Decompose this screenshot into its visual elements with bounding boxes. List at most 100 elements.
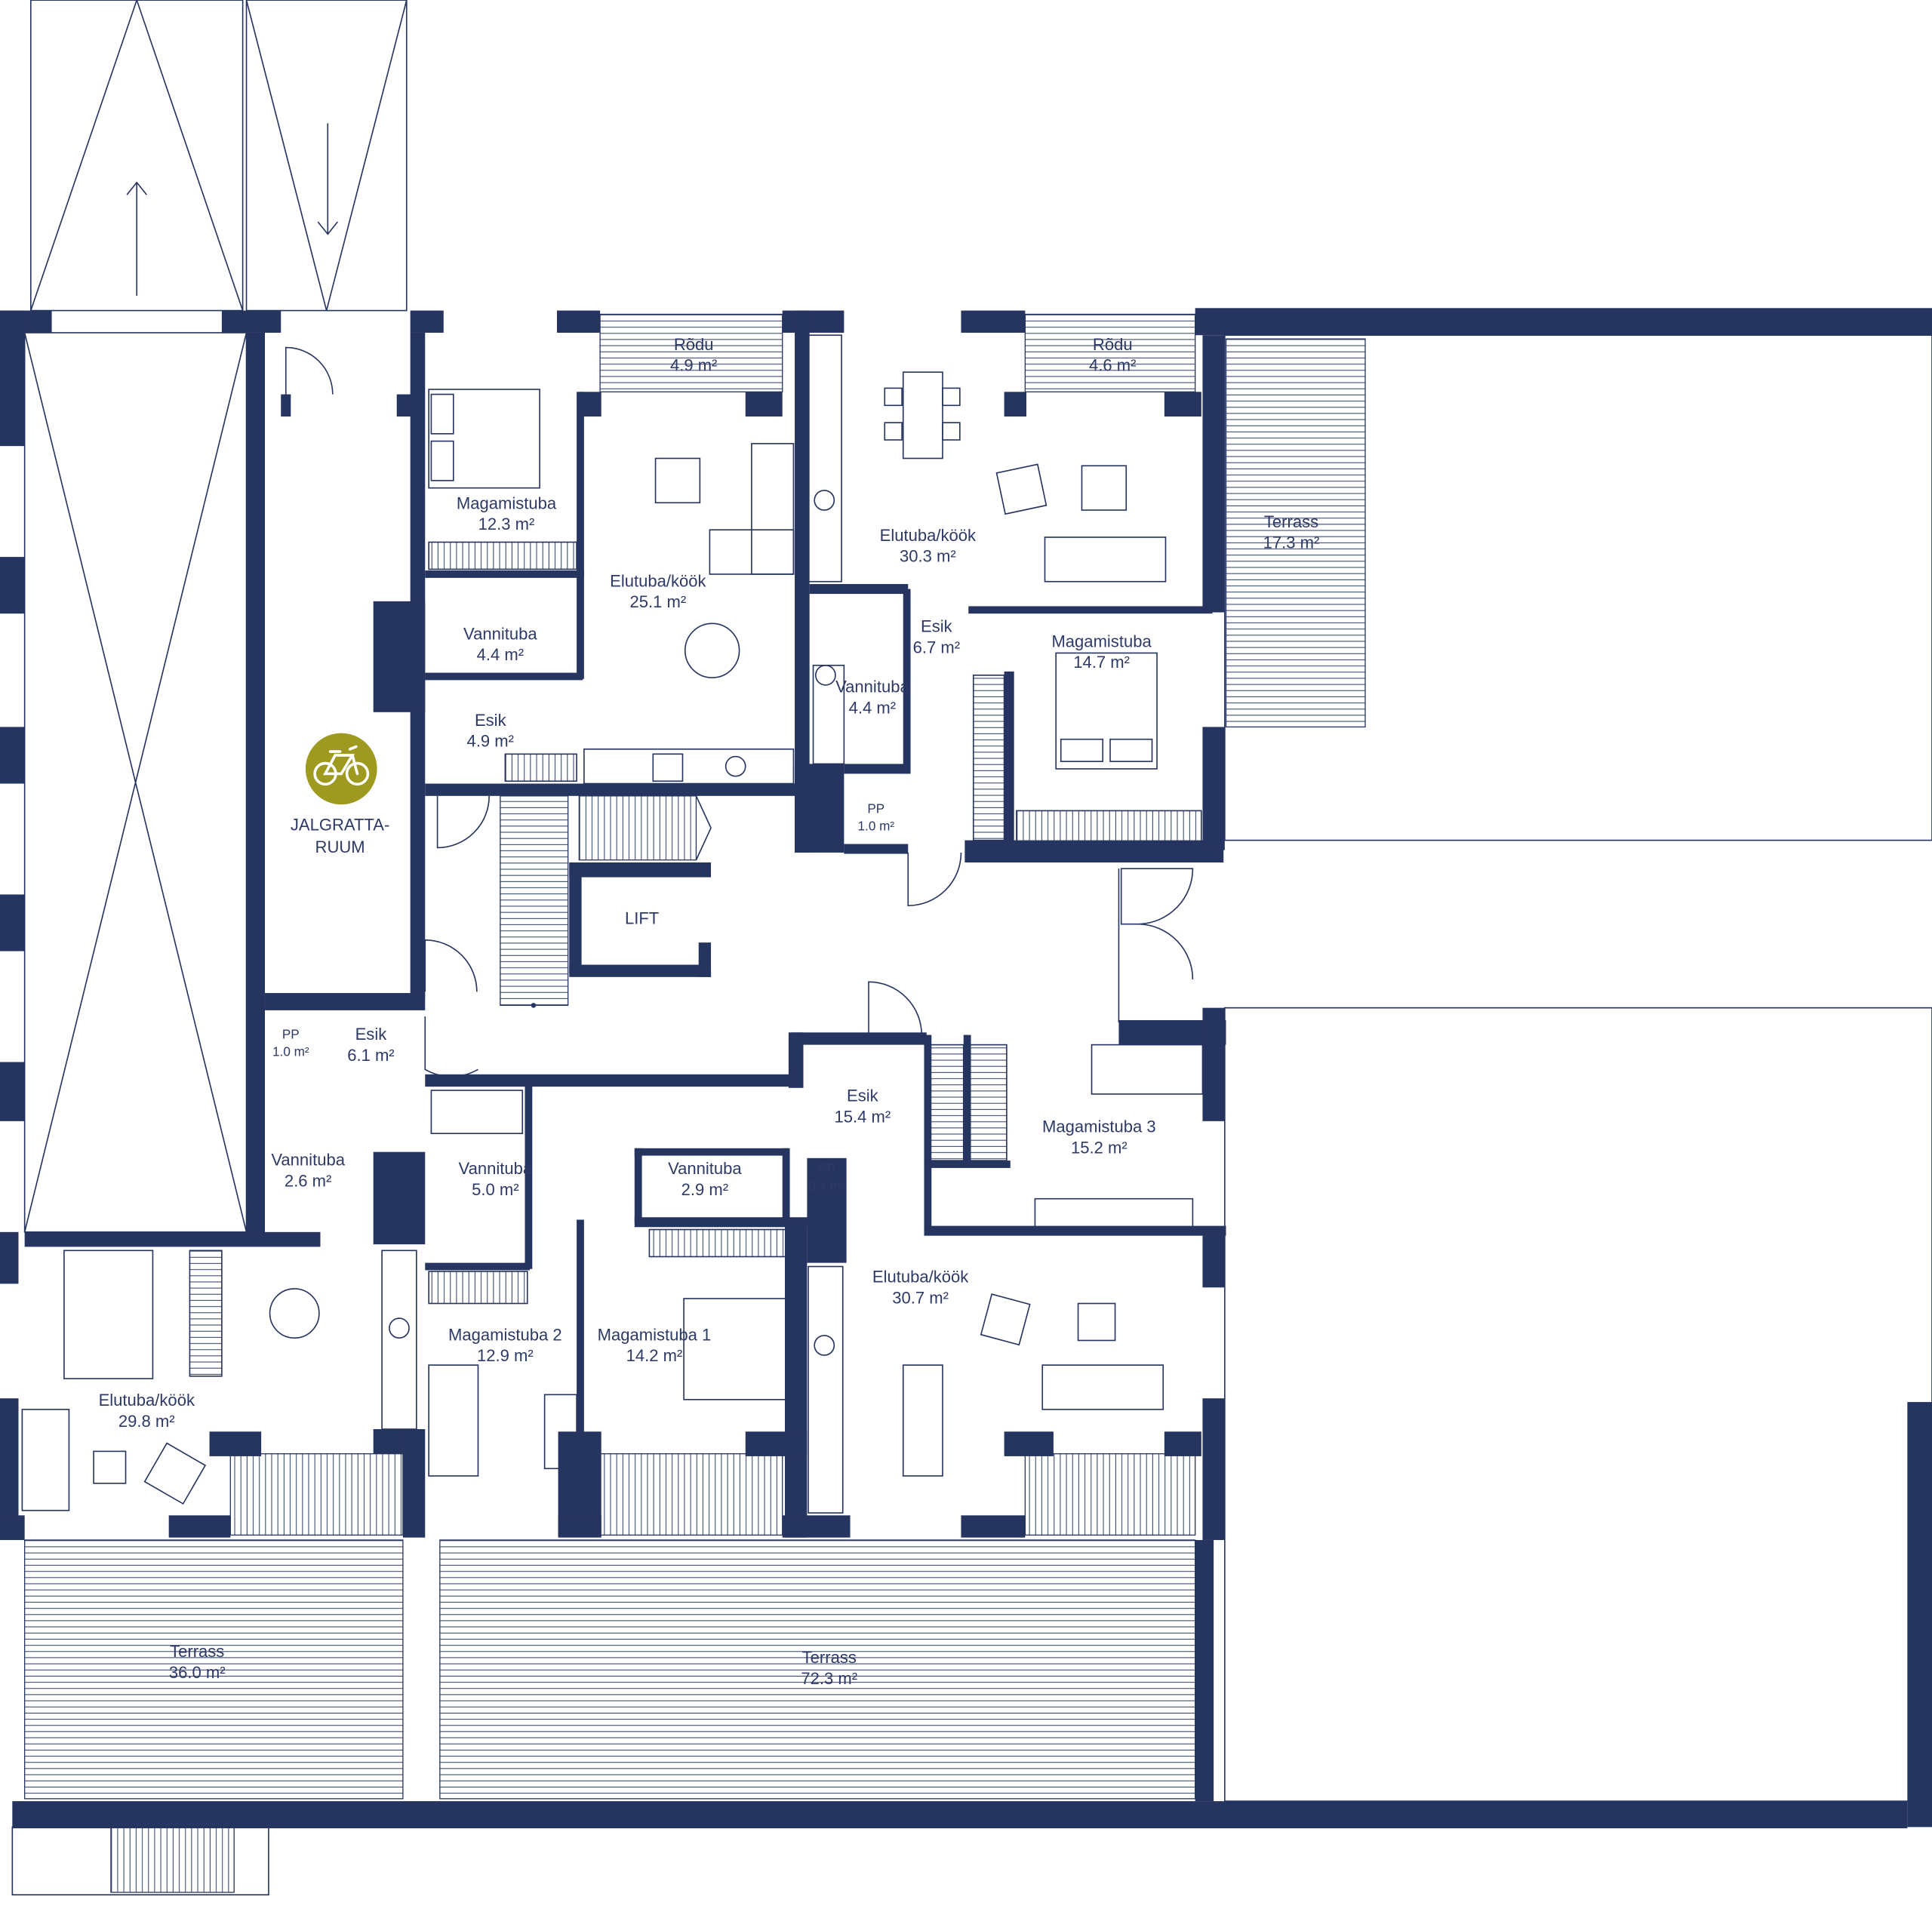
balcony-lower-2: [599, 1453, 783, 1536]
room-name: Elutuba/köök: [872, 1268, 969, 1287]
room-name: Magamistuba: [1051, 632, 1152, 650]
wall-segment: [1195, 1539, 1214, 1802]
wall-segment: [961, 310, 1026, 333]
wall-segment: [745, 1431, 808, 1456]
wall-segment: [1907, 1402, 1932, 1828]
wall-segment: [1202, 727, 1225, 850]
room-area: 2.9 m²: [681, 1180, 728, 1199]
wall-segment: [577, 570, 584, 679]
wall-segment: [425, 570, 583, 578]
room-area: 30.7 m²: [892, 1288, 949, 1307]
room-area: 25.1 m²: [629, 592, 686, 611]
wall-segment: [0, 557, 25, 614]
wall-segment: [577, 392, 584, 577]
wall-segment: [12, 1801, 1908, 1828]
room-area: 72.3 m²: [801, 1669, 857, 1688]
wall-segment: [168, 1515, 231, 1538]
wall-segment: [0, 310, 25, 447]
room-name: PP: [818, 1161, 835, 1176]
room-name: Elutuba/köök: [610, 571, 706, 590]
furniture: [21, 334, 1204, 1514]
wall-segment: [425, 672, 583, 681]
balcony-lower-1: [229, 1453, 404, 1536]
room-area: 17.3 m²: [1263, 533, 1320, 552]
wall-segment: [782, 310, 844, 333]
wall-segment: [265, 993, 426, 1010]
room-area: 29.8 m²: [118, 1412, 175, 1431]
ramp-down: [245, 0, 408, 312]
wall-segment: [558, 1515, 601, 1538]
wall-segment: [1202, 1007, 1225, 1121]
wall-segment: [0, 1062, 25, 1121]
exterior-stair: [11, 1826, 269, 1895]
room-area: 15.4 m²: [835, 1107, 891, 1126]
balcony-4-6: [1024, 313, 1196, 392]
room-name: Elutuba/köök: [880, 526, 977, 545]
terrace-72: [439, 1539, 1196, 1800]
room-name: Terrass: [802, 1648, 857, 1667]
room-name: Magamistuba 1: [598, 1325, 712, 1344]
wall-segment: [634, 1148, 789, 1156]
wall-segment: [246, 332, 266, 1245]
wall-segment: [410, 310, 444, 333]
room-area: 4.9 m²: [467, 732, 514, 751]
wall-segment: [0, 727, 25, 784]
room-name: Esik: [921, 617, 953, 636]
room-name: Magamistuba 2: [448, 1325, 562, 1344]
wall-segment: [396, 394, 412, 417]
ramp-up: [30, 0, 244, 312]
staircase: [500, 795, 712, 1008]
wall-segment: [0, 894, 25, 951]
wall-segment: [1202, 1231, 1225, 1288]
ramp-shaft: [23, 332, 248, 1233]
room-name: Terrass: [1264, 512, 1318, 531]
wall-segment: [1195, 308, 1932, 336]
room-area: 1.0 m²: [272, 1044, 309, 1059]
room-area: 30.3 m²: [900, 547, 956, 566]
room-name: Elutuba/köök: [99, 1391, 195, 1410]
wall-segment: [924, 1225, 1226, 1236]
room-area: 14.7 m²: [1073, 653, 1130, 672]
wall-segment: [634, 1148, 642, 1222]
room-name: Esik: [355, 1025, 388, 1044]
room-area: 4.4 m²: [477, 645, 524, 664]
wall-segment: [745, 392, 783, 417]
room-name: Rõdu: [674, 335, 714, 354]
wall-segment: [924, 1161, 1011, 1168]
room-name: Esik: [847, 1087, 879, 1105]
room-area: 14.2 m²: [626, 1346, 683, 1365]
room-name: PP: [867, 801, 884, 816]
room-name: PP: [282, 1026, 300, 1041]
room-name: Rõdu: [1093, 335, 1133, 354]
wall-segment: [569, 862, 712, 878]
wall-segment: [221, 310, 281, 333]
wall-segment: [373, 1151, 426, 1245]
wall-segment: [964, 840, 1224, 862]
bike-room-label: JALGRATTA-: [291, 816, 389, 835]
wall-segment: [782, 1515, 851, 1538]
wall-segment: [785, 1219, 808, 1538]
wall-segment: [924, 1034, 932, 1232]
room-name: Vannituba: [835, 678, 909, 696]
room-area: 36.0 m²: [169, 1663, 226, 1682]
wall-segment: [0, 1231, 19, 1284]
lift-label: LIFT: [625, 909, 659, 928]
wall-segment: [209, 1431, 262, 1456]
wall-segment: [281, 394, 291, 417]
wall-segment: [968, 606, 1213, 614]
balcony-lower-3: [1024, 1453, 1196, 1536]
wall-segment: [569, 964, 712, 977]
wall-segment: [961, 1515, 1026, 1538]
wall-segment: [795, 310, 810, 853]
wall-segment: [698, 942, 712, 977]
room-area: 0.4 m²: [808, 1178, 845, 1193]
room-area: 15.2 m²: [1071, 1138, 1128, 1157]
wall-segment: [791, 1032, 927, 1045]
wall-segment: [373, 601, 426, 712]
wall-segment: [425, 1262, 531, 1271]
room-name: Magamistuba 3: [1042, 1117, 1156, 1136]
wall-segment: [0, 1515, 25, 1540]
wall-segment: [1202, 335, 1225, 613]
